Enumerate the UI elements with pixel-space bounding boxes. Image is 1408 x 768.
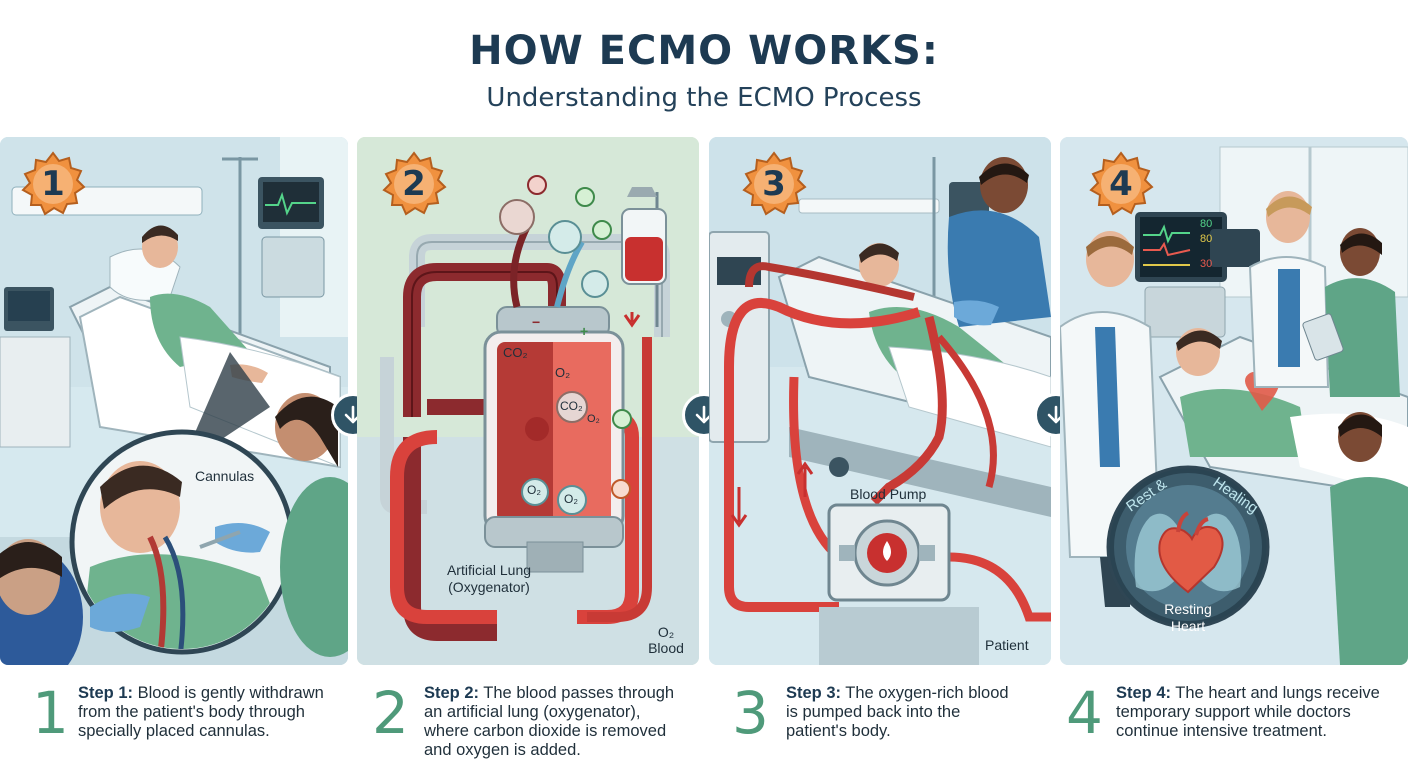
page-title: HOW ECMO WORKS: bbox=[469, 28, 939, 74]
blood-pump-icon bbox=[827, 503, 951, 602]
step-4-gear-number: 4 bbox=[1109, 164, 1133, 204]
step-3-text: Step 3: The oxygen-rich blood is pumped … bbox=[786, 684, 1009, 741]
panel-3-illustration bbox=[709, 137, 1051, 665]
step-2-line-1: The blood passes through bbox=[479, 684, 675, 702]
step-1-line-2: from the patient's body through bbox=[78, 703, 305, 721]
step-2-caption: 2 Step 2: The blood passes through an ar… bbox=[372, 680, 692, 760]
step-1-gear-icon: 1 bbox=[18, 149, 88, 219]
plus-label: + bbox=[580, 323, 589, 339]
panel-4-illustration bbox=[1060, 137, 1408, 665]
step-3-gear-icon: 3 bbox=[739, 149, 809, 219]
panel-step-3: 3 Blood Pump Patient bbox=[709, 137, 1051, 665]
o2-blood-line-1: O₂ bbox=[657, 624, 675, 640]
step-3-number: 3 bbox=[732, 679, 769, 747]
step-4-number: 4 bbox=[1066, 679, 1103, 747]
artificial-lung-line-2: (Oxygenator) bbox=[448, 579, 530, 595]
co2-bubble-label: CO₂ bbox=[503, 345, 528, 360]
artificial-lung-line-1: Artificial Lung bbox=[446, 562, 532, 578]
step-4-line-2: temporary support while doctors bbox=[1116, 703, 1351, 721]
step-3-line-1: The oxygen-rich blood bbox=[841, 684, 1009, 702]
step-2-number: 2 bbox=[372, 679, 409, 747]
step-1-gear-number: 1 bbox=[41, 164, 65, 204]
iv-bag-icon bbox=[621, 187, 667, 327]
step-3-line-3: patient's body. bbox=[786, 722, 891, 740]
monitor-reading-3: 30 bbox=[1200, 258, 1213, 270]
step-2-line-4: and oxygen is added. bbox=[424, 741, 581, 759]
step-4-line-3: continue intensive treatment. bbox=[1116, 722, 1327, 740]
step-1-number: 1 bbox=[32, 679, 69, 747]
cannulas-label: Cannulas bbox=[195, 468, 255, 484]
step-3-gear-number: 3 bbox=[762, 164, 786, 204]
step-4-text: Step 4: The heart and lungs receive temp… bbox=[1116, 684, 1380, 741]
resting-heart-line-2: Heart bbox=[1170, 618, 1206, 634]
monitor-reading-2: 80 bbox=[1200, 233, 1213, 245]
resting-heart-line-1: Resting bbox=[1164, 601, 1212, 617]
step-2-gear-number: 2 bbox=[402, 164, 426, 204]
step-2-label: Step 2: bbox=[424, 684, 480, 702]
step-2-line-3: where carbon dioxide is removed bbox=[424, 722, 667, 740]
o2-oxygenator-label-d: O₂ bbox=[564, 492, 578, 506]
resting-heart-label: Resting Heart bbox=[1153, 601, 1223, 635]
o2-blood-line-2: Blood bbox=[648, 640, 684, 656]
step-2-line-2: an artificial lung (oxygenator), bbox=[424, 703, 641, 721]
o2-bubble-label-b: O₂ bbox=[587, 413, 600, 425]
o2-blood-label: O₂ Blood bbox=[643, 624, 689, 656]
step-1-text: Step 1: Blood is gently withdrawn from t… bbox=[78, 684, 324, 741]
blood-pump-label: Blood Pump bbox=[850, 486, 927, 502]
monitor-icon bbox=[1135, 212, 1227, 282]
patient-label: Patient bbox=[985, 637, 1029, 653]
step-4-caption: 4 Step 4: The heart and lungs receive te… bbox=[1066, 680, 1406, 760]
step-1-label: Step 1: bbox=[78, 684, 134, 702]
step-4-line-1: The heart and lungs receive bbox=[1171, 684, 1380, 702]
page-subtitle: Understanding the ECMO Process bbox=[486, 83, 922, 113]
step-2-gear-icon: 2 bbox=[379, 149, 449, 219]
step-4-label: Step 4: bbox=[1116, 684, 1172, 702]
heart-icon bbox=[1158, 511, 1224, 594]
co2-oxygenator-label: CO₂ bbox=[560, 399, 583, 413]
step-3-caption: 3 Step 3: The oxygen-rich blood is pumpe… bbox=[732, 680, 1052, 760]
panel-2-illustration bbox=[357, 137, 699, 665]
step-2-text: Step 2: The blood passes through an arti… bbox=[424, 684, 674, 760]
step-3-label: Step 3: bbox=[786, 684, 842, 702]
artificial-lung-label: Artificial Lung (Oxygenator) bbox=[429, 562, 549, 596]
monitor-icon bbox=[258, 177, 324, 229]
panel-step-2: 2 CO₂ − O₂ + O₂ CO₂ O₂ O₂ Artificial Lun… bbox=[357, 137, 699, 665]
step-1-caption: 1 Step 1: Blood is gently withdrawn from… bbox=[32, 680, 352, 760]
step-3-line-2: is pumped back into the bbox=[786, 703, 961, 721]
step-1-line-1: Blood is gently withdrawn bbox=[133, 684, 324, 702]
monitor-reading-1: 80 bbox=[1200, 218, 1213, 230]
o2-bubble-label-a: O₂ bbox=[555, 365, 571, 380]
panel-step-1: 1 Cannulas bbox=[0, 137, 348, 665]
step-1-line-3: specially placed cannulas. bbox=[78, 722, 270, 740]
step-4-gear-icon: 4 bbox=[1086, 149, 1156, 219]
minus-label: − bbox=[532, 314, 541, 330]
panel-step-4: 4 80 80 30 Rest & Healing Resting Heart bbox=[1060, 137, 1408, 665]
panel-1-illustration bbox=[0, 137, 348, 665]
o2-oxygenator-label-c: O₂ bbox=[527, 483, 541, 497]
